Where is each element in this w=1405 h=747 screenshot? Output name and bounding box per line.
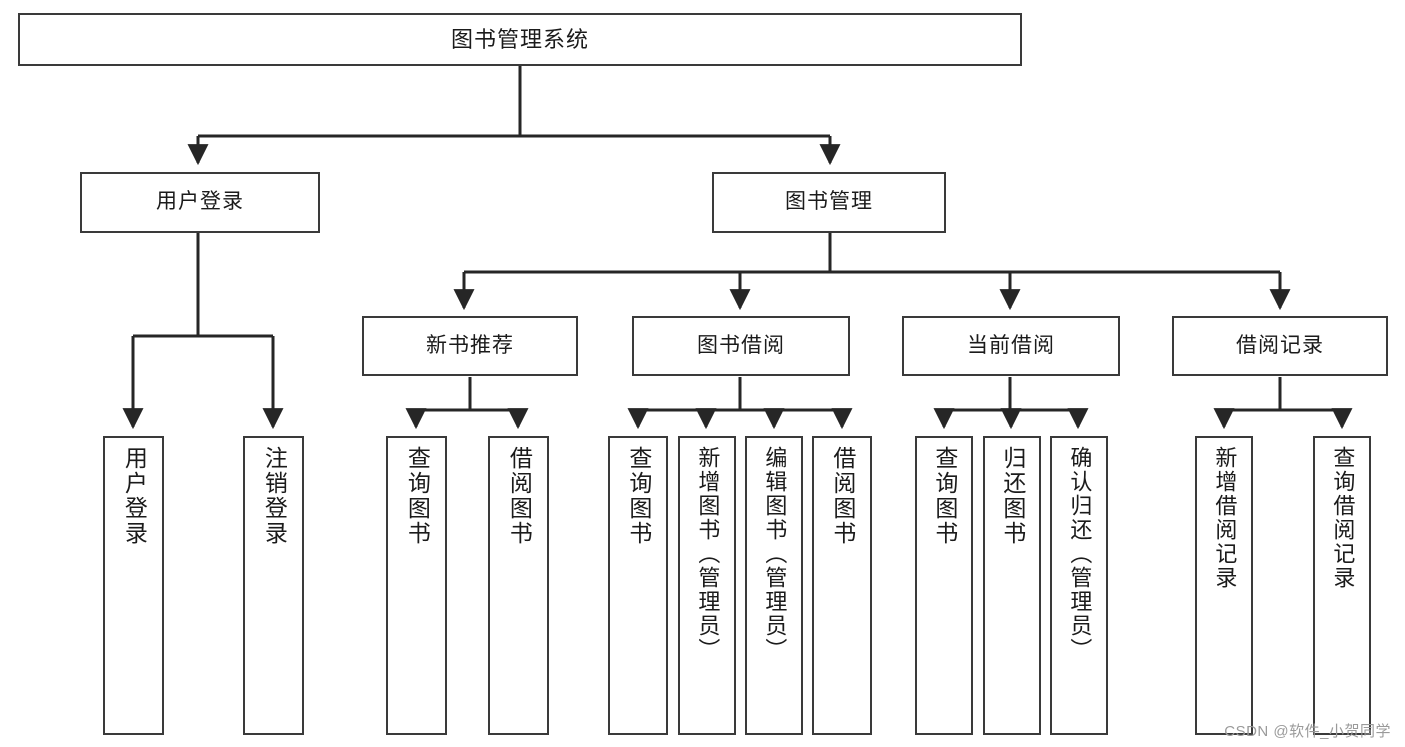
node-root-label: 图书管理系统 bbox=[450, 26, 589, 52]
node-leaf-add-record-label: 新增借阅记录 bbox=[1212, 446, 1238, 590]
node-user-login[interactable]: 用户登录 bbox=[80, 172, 320, 233]
node-leaf-user-login-label: 用户登录 bbox=[121, 446, 148, 546]
node-borrow-record[interactable]: 借阅记录 bbox=[1172, 316, 1388, 376]
node-leaf-borrow-book-2[interactable]: 借阅图书 bbox=[812, 436, 872, 735]
node-new-book-recommend-label: 新书推荐 bbox=[426, 333, 514, 357]
node-book-borrow[interactable]: 图书借阅 bbox=[632, 316, 850, 376]
node-root[interactable]: 图书管理系统 bbox=[18, 13, 1022, 66]
node-leaf-user-login[interactable]: 用户登录 bbox=[103, 436, 164, 735]
node-leaf-confirm-return[interactable]: 确认归还（管理员） bbox=[1050, 436, 1108, 735]
node-leaf-add-book-label: 新增图书（管理员） bbox=[695, 446, 721, 662]
node-book-manage[interactable]: 图书管理 bbox=[712, 172, 946, 233]
node-leaf-query-book-1-label: 查询图书 bbox=[404, 446, 431, 546]
node-leaf-query-record-label: 查询借阅记录 bbox=[1330, 446, 1356, 590]
node-borrow-record-label: 借阅记录 bbox=[1236, 333, 1324, 357]
node-leaf-query-book-1[interactable]: 查询图书 bbox=[386, 436, 447, 735]
node-leaf-edit-book-label: 编辑图书（管理员） bbox=[762, 446, 788, 662]
csdn-watermark: CSDN @软件_小贺同学 bbox=[1224, 723, 1391, 740]
node-leaf-return-book[interactable]: 归还图书 bbox=[983, 436, 1041, 735]
node-book-manage-label: 图书管理 bbox=[785, 190, 873, 214]
node-leaf-query-book-2[interactable]: 查询图书 bbox=[608, 436, 668, 735]
node-leaf-query-book-2-label: 查询图书 bbox=[625, 446, 652, 546]
node-leaf-query-book-3-label: 查询图书 bbox=[931, 446, 958, 546]
node-leaf-add-record[interactable]: 新增借阅记录 bbox=[1195, 436, 1253, 735]
node-current-borrow-label: 当前借阅 bbox=[967, 333, 1055, 357]
node-new-book-recommend[interactable]: 新书推荐 bbox=[362, 316, 578, 376]
node-leaf-query-book-3[interactable]: 查询图书 bbox=[915, 436, 973, 735]
node-leaf-confirm-return-label: 确认归还（管理员） bbox=[1067, 446, 1093, 662]
node-book-borrow-label: 图书借阅 bbox=[697, 333, 785, 357]
node-leaf-query-record[interactable]: 查询借阅记录 bbox=[1313, 436, 1371, 735]
node-leaf-return-book-label: 归还图书 bbox=[999, 446, 1026, 546]
node-leaf-edit-book[interactable]: 编辑图书（管理员） bbox=[745, 436, 803, 735]
node-leaf-borrow-book-1[interactable]: 借阅图书 bbox=[488, 436, 549, 735]
node-current-borrow[interactable]: 当前借阅 bbox=[902, 316, 1120, 376]
node-user-login-label: 用户登录 bbox=[156, 190, 244, 214]
node-leaf-add-book[interactable]: 新增图书（管理员） bbox=[678, 436, 736, 735]
node-leaf-logout-login-label: 注销登录 bbox=[261, 446, 288, 546]
node-leaf-borrow-book-2-label: 借阅图书 bbox=[829, 446, 856, 546]
node-leaf-borrow-book-1-label: 借阅图书 bbox=[506, 446, 533, 546]
node-leaf-logout-login[interactable]: 注销登录 bbox=[243, 436, 304, 735]
